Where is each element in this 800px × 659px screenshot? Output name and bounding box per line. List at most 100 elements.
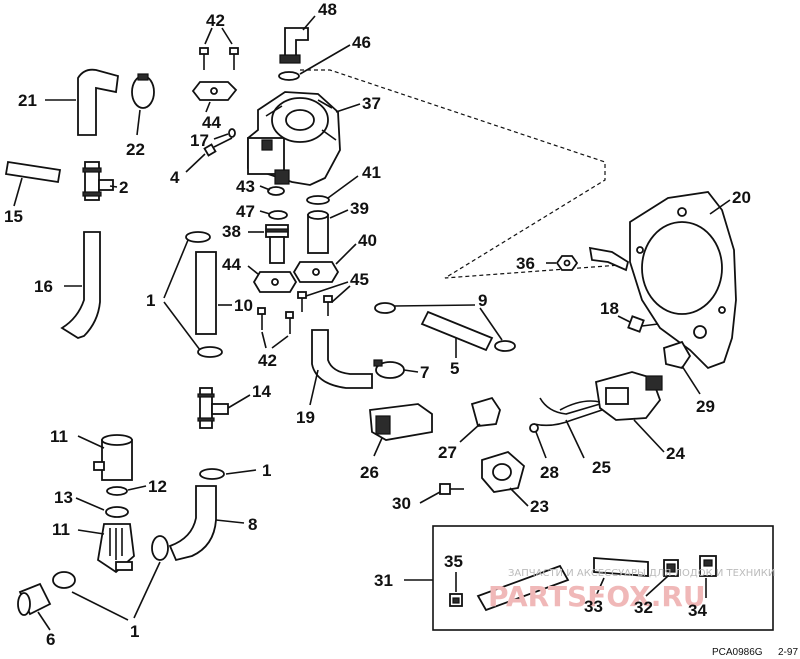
part-13-filter-ring — [105, 506, 129, 518]
label-1: 1 — [146, 291, 155, 310]
leader-1-right — [225, 469, 257, 475]
part-27-connector — [470, 396, 501, 427]
kit-31-box — [432, 525, 774, 631]
leader-47 — [259, 210, 271, 215]
label-31: 31 — [374, 571, 393, 590]
leader-19 — [309, 369, 319, 406]
part-41-o-ring — [306, 195, 330, 205]
part-5-hose — [420, 310, 494, 352]
label-34: 34 — [688, 601, 707, 620]
label-42: 42 — [258, 351, 277, 370]
part-46-o-ring — [278, 71, 300, 81]
leader-1-group — [163, 239, 189, 299]
leader-37 — [335, 103, 361, 113]
label-42: 42 — [206, 11, 225, 30]
label-27: 27 — [438, 443, 457, 462]
label-12: 12 — [148, 477, 167, 496]
part-17-washer — [228, 128, 236, 138]
label-25: 25 — [592, 458, 611, 477]
leader-46 — [299, 44, 351, 75]
label-23: 23 — [530, 497, 549, 516]
label-22: 22 — [126, 140, 145, 159]
part-26-connector-housing — [369, 403, 433, 441]
label-19: 19 — [296, 408, 315, 427]
label-38: 38 — [222, 222, 241, 241]
leader-12 — [127, 485, 147, 491]
leader-7 — [403, 369, 419, 373]
leader-27 — [459, 423, 481, 443]
part-30-screw — [439, 483, 464, 495]
leader-1-bottom — [71, 591, 129, 621]
page-ref: 2-97 — [778, 647, 798, 658]
label-2: 2 — [119, 178, 128, 197]
label-37: 37 — [362, 94, 381, 113]
part-1-clamp-lower-a — [151, 535, 169, 561]
leader-33 — [595, 577, 605, 597]
part-42-screws-mid — [257, 307, 294, 334]
label-35: 35 — [444, 552, 463, 571]
leader-32 — [645, 575, 669, 597]
leader-41 — [327, 175, 359, 199]
part-39-sleeve — [307, 210, 329, 254]
label-9: 9 — [478, 291, 487, 310]
leader-11-upper — [77, 435, 105, 449]
label-6: 6 — [46, 630, 55, 649]
label-48: 48 — [318, 0, 337, 19]
leader-44-top — [205, 101, 211, 113]
part-1-clamp-upper — [185, 231, 211, 243]
label-1: 1 — [262, 461, 271, 480]
leader-29 — [681, 365, 701, 395]
leader-6 — [37, 611, 51, 631]
part-code: PCA0986G — [712, 647, 763, 658]
part-33-hose — [476, 564, 570, 612]
leader-44-mid — [247, 265, 259, 275]
leader-42-top — [204, 27, 213, 45]
part-35-clip — [449, 593, 463, 607]
part-23-grommet — [481, 450, 526, 493]
label-26: 26 — [360, 463, 379, 482]
watermark-logo: PARTSFOX.RU — [488, 580, 706, 613]
part-10-hose — [195, 251, 217, 335]
label-13: 13 — [54, 488, 73, 507]
part-47-o-ring — [268, 210, 288, 220]
part-38-check-valve — [265, 224, 289, 264]
part-42-screws-top — [199, 47, 239, 70]
leader-18 — [617, 315, 631, 323]
label-40: 40 — [358, 231, 377, 250]
label-1: 1 — [130, 622, 139, 641]
label-5: 5 — [450, 359, 459, 378]
part-4-screw — [203, 137, 233, 157]
label-33: 33 — [584, 597, 603, 616]
part-25-wire-lead — [533, 397, 603, 427]
part-32-fitting — [663, 559, 679, 577]
label-15: 15 — [4, 207, 23, 226]
leader-22 — [136, 109, 141, 136]
part-1-clamp-right — [199, 468, 225, 480]
label-32: 32 — [634, 598, 653, 617]
label-7: 7 — [420, 363, 429, 382]
part-36-bracket — [588, 246, 630, 272]
watermark-text: ЗАПЧАСТИ И АКСЕССУАРЫ ДЛЯ ЛОДОК И ТЕХНИК… — [508, 568, 775, 579]
leader-14 — [227, 394, 251, 409]
part-43-washer — [267, 186, 285, 196]
leader-4 — [185, 153, 206, 173]
label-44: 44 — [222, 255, 241, 274]
label-8: 8 — [248, 515, 257, 534]
leader-8 — [215, 519, 245, 524]
label-10: 10 — [234, 296, 253, 315]
part-11-filter-element — [97, 523, 135, 574]
leader-24 — [633, 419, 665, 453]
leader-48 — [302, 15, 316, 31]
leader-17 — [213, 133, 229, 140]
leader-9 — [393, 304, 476, 307]
leader-25 — [565, 419, 585, 459]
leader-11-lower — [77, 529, 105, 535]
leader-30 — [419, 491, 441, 504]
label-11: 11 — [50, 427, 68, 446]
part-45-screws — [297, 291, 333, 316]
part-1-clamp-lower-b — [52, 571, 76, 589]
part-8-hose — [168, 485, 217, 562]
label-4: 4 — [170, 168, 180, 187]
part-28-terminal — [529, 423, 539, 433]
